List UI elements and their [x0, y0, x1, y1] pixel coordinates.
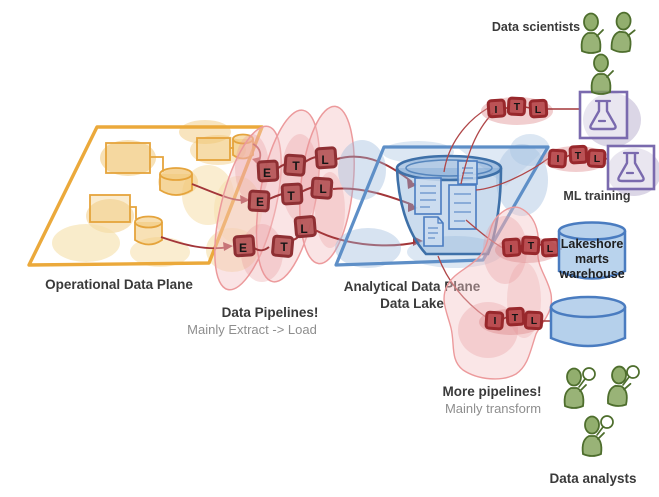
connector-line [465, 219, 504, 249]
itl-letter-i: I [557, 153, 560, 165]
itl-letter-t: T [575, 150, 582, 162]
analytical-plane-shape [334, 145, 550, 267]
connector-line [475, 157, 550, 191]
more-pipelines-subtitle: Mainly transform [445, 401, 541, 416]
arrowhead [408, 202, 418, 212]
database-cylinder-icon [232, 133, 254, 160]
operational-data-plane: Operational Data Plane [27, 120, 264, 292]
data-scientists-label: Data scientists [492, 20, 580, 34]
app-box-icon [89, 194, 131, 223]
arrowhead [223, 242, 233, 251]
operational-plane-label: Operational Data Plane [45, 277, 193, 292]
data-analysts-label: Data analysts [549, 471, 636, 486]
app-box-icon [105, 142, 151, 174]
itl-letter-l: L [535, 104, 542, 116]
arrowhead [407, 179, 417, 189]
marts-cylinder [549, 295, 627, 348]
person-icon [590, 53, 614, 95]
magnifier-icon [578, 367, 596, 388]
itl-letter-t: T [528, 240, 535, 252]
lake-output-lines [437, 107, 550, 319]
itl-letter-i: I [494, 315, 497, 327]
data-scientists: Data scientists [492, 10, 638, 95]
itl-letter-l: L [594, 153, 601, 165]
person-icon [606, 365, 633, 408]
data-lake-label: Data Lake [380, 296, 444, 311]
etl-letter-t: T [287, 189, 295, 203]
more-pipelines: I T L I T L More pipelines! Mainly trans… [442, 206, 562, 416]
magnifier-icon [596, 415, 614, 436]
connector-line [443, 107, 489, 173]
itl-letter-l: L [531, 315, 538, 327]
database-cylinder-icon [159, 167, 193, 196]
warehouse-label-line2: marts [575, 252, 609, 266]
arrow [314, 229, 419, 247]
more-pipelines-title: More pipelines! [442, 384, 541, 399]
analytical-data-plane: Analytical Data Plane Data Lake [334, 134, 550, 311]
etl-letter-t: T [280, 240, 288, 254]
connector-line [130, 206, 137, 219]
etl-letter-t: T [292, 159, 300, 173]
warehouse-label-line1: Lakeshore [561, 237, 624, 251]
operational-plane-shape [27, 125, 264, 267]
left-pipelines: E T L E T L E T L Data Pipelines! Mainly… [187, 105, 355, 337]
warehouse: Lakeshore marts warehouse [549, 221, 627, 348]
right-pipelines-top: I T L I T L [481, 96, 610, 172]
etl-letter-e: E [239, 241, 247, 255]
ml-box [578, 90, 629, 140]
document-icon [423, 216, 444, 247]
pipelines-subtitle: Mainly Extract -> Load [187, 322, 317, 337]
itl-letter-i: I [495, 104, 498, 116]
etl-letter-l: L [321, 153, 328, 167]
database-cylinder-icon [134, 215, 163, 246]
etl-letter-e: E [263, 166, 271, 180]
app-box-icon [196, 137, 231, 161]
pipeline-to-lake-arrows [314, 155, 423, 247]
warehouse-cylinder [557, 221, 627, 280]
etl-letter-l: L [300, 222, 307, 236]
itl-letter-t: T [512, 312, 519, 324]
document-icon [448, 184, 477, 230]
connector-line [437, 255, 488, 319]
arrow [332, 187, 414, 206]
person-icon [610, 10, 638, 55]
etl-letter-e: E [256, 195, 264, 209]
ml-training-label: ML training [563, 189, 630, 203]
connector-line [150, 156, 164, 172]
itl-letter-i: I [510, 243, 513, 255]
connector-line [460, 112, 494, 185]
warehouse-label-line3: warehouse [558, 267, 624, 281]
pipelines-title: Data Pipelines! [222, 305, 319, 320]
ml-training: ML training [563, 90, 659, 203]
document-icon [414, 177, 442, 215]
data-analysts: Data analysts [549, 365, 640, 486]
document-icon [457, 160, 478, 185]
itl-letter-l: L [547, 243, 554, 255]
etl-letter-l: L [319, 182, 326, 196]
magnifier-icon [622, 365, 640, 386]
person-icon [580, 12, 604, 54]
arrow [160, 236, 230, 250]
analytical-plane-label: Analytical Data Plane [344, 279, 481, 294]
arrowhead [240, 195, 250, 204]
itl-letter-t: T [514, 101, 521, 113]
